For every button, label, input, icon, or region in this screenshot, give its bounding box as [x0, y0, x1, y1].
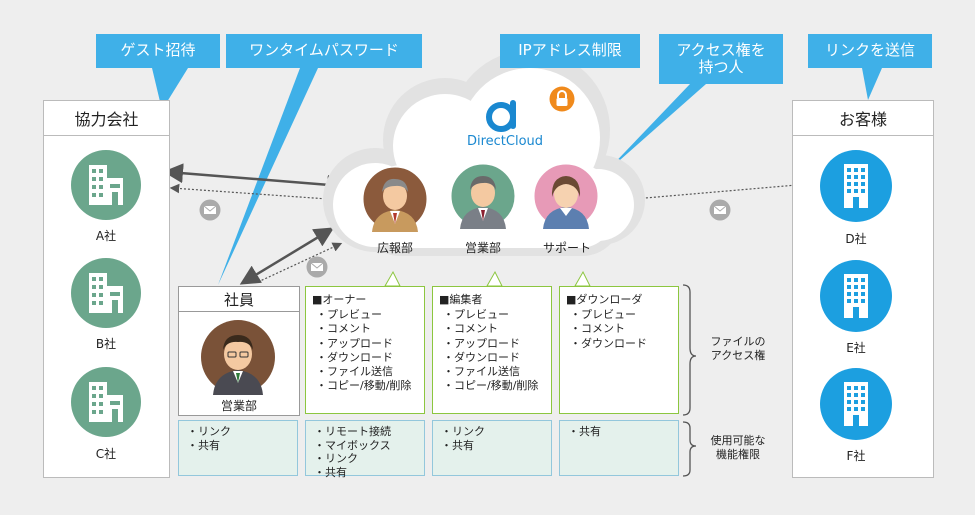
- access-holder-line1: アクセス権を: [676, 40, 766, 59]
- permission-item: ・コメント: [443, 322, 498, 336]
- company-c-label: C社: [95, 447, 117, 461]
- function-item: ・共有: [568, 425, 601, 438]
- function-item: ・共有: [187, 438, 220, 452]
- company-f-label: F社: [846, 449, 866, 463]
- access-holder-callout: アクセス権を 持つ人: [659, 34, 783, 84]
- permission-item: ・コメント: [316, 322, 371, 336]
- employee-card: 社員 営業部: [178, 286, 300, 416]
- guest-callout-pointer: [152, 68, 188, 110]
- permission-item: ・アップロード: [316, 336, 393, 350]
- company-b-building-icon: [71, 258, 141, 328]
- company-d-building-icon: [820, 150, 892, 222]
- function-item: ・共有: [314, 465, 347, 479]
- permission-item: ・ダウンロード: [570, 336, 647, 350]
- permission-item: ・アップロード: [443, 336, 520, 350]
- permission-item: ・コピー/移動/削除: [316, 379, 412, 393]
- link-callout-pointer: [862, 68, 882, 100]
- function-item: ・マイボックス: [314, 438, 391, 452]
- customers-panel-title: お客様: [793, 101, 933, 136]
- guest-invite-callout: ゲスト招待: [96, 34, 220, 68]
- employee-card-title: 社員: [179, 287, 299, 312]
- available-functions-legend: 使用可能な 機能権限: [698, 434, 778, 462]
- pr-dept-person-avatar: [362, 166, 428, 232]
- permission-item: ・ダウンロード: [443, 350, 520, 364]
- editor-functions-box: ・リンク ・共有: [432, 420, 552, 476]
- downloader-role-title: ■ダウンローダ: [566, 293, 643, 306]
- send-link-callout: リンクを送信: [808, 34, 932, 68]
- company-f-building-icon: [820, 368, 892, 440]
- employee-cloud-solid-arrow: [239, 227, 335, 285]
- editor-permissions-box: ■編集者 ・プレビュー ・コメント ・アップロード ・ダウンロード ・ファイル送…: [432, 286, 552, 414]
- company-e-label: E社: [846, 341, 866, 355]
- editor-role-title: ■編集者: [439, 293, 483, 306]
- company-a-building-icon: [71, 150, 141, 220]
- file-access-brace: [682, 284, 697, 416]
- directcloud-brand-text: DirectCloud: [466, 134, 544, 149]
- company-a-label: A社: [95, 229, 117, 243]
- support-label: サポート: [542, 241, 591, 255]
- functions-brace: [682, 421, 697, 477]
- owner-permissions-box: ■オーナー ・プレビュー ・コメント ・アップロード ・ダウンロード ・ファイル…: [305, 286, 425, 414]
- downloader-functions-box: ・共有: [559, 420, 679, 476]
- company-e-building-icon: [820, 260, 892, 332]
- permission-item: ・コピー/移動/削除: [443, 379, 539, 393]
- access-callout-pointer: [603, 84, 706, 175]
- employee-avatar: [200, 319, 276, 395]
- access-holder-line2: 持つ人: [698, 58, 744, 76]
- permission-item: ・プレビュー: [443, 308, 509, 322]
- file-access-line1: ファイルの: [710, 335, 766, 348]
- permission-item: ・プレビュー: [316, 308, 382, 322]
- available-functions-line1: 使用可能な: [710, 434, 766, 447]
- ip-restriction-callout: IPアドレス制限: [500, 34, 640, 68]
- permission-item: ・コメント: [570, 322, 625, 336]
- function-item: ・リモート接続: [314, 425, 391, 438]
- partner-cloud-solid-arrow: [163, 163, 347, 195]
- employee-functions-box: ・リンク ・共有: [178, 420, 298, 476]
- function-item: ・リンク: [441, 425, 485, 438]
- mail-icon: [709, 199, 731, 225]
- mail-icon: [199, 199, 221, 225]
- company-b-label: B社: [95, 337, 117, 351]
- lock-icon: [549, 86, 575, 112]
- company-d-label: D社: [845, 232, 867, 246]
- pr-dept-label: 広報部: [376, 241, 413, 255]
- permission-item: ・ファイル送信: [443, 365, 520, 379]
- cloud-customer-dotted-arrow: [621, 178, 823, 201]
- file-access-legend: ファイルの アクセス権: [698, 335, 778, 363]
- sales-dept-person-avatar: [450, 163, 516, 229]
- company-c-building-icon: [71, 367, 141, 437]
- directcloud-logo-icon: [483, 98, 523, 132]
- downloader-permissions-box: ■ダウンローダ ・プレビュー ・コメント ・ダウンロード: [559, 286, 679, 414]
- permission-item: ・プレビュー: [570, 308, 636, 322]
- permission-item: ・ダウンロード: [316, 350, 393, 364]
- owner-functions-box: ・リモート接続 ・マイボックス ・リンク ・共有: [305, 420, 425, 479]
- function-item: ・リンク: [187, 425, 231, 438]
- owner-role-title: ■オーナー: [312, 293, 367, 306]
- one-time-password-callout: ワンタイムパスワード: [226, 34, 422, 68]
- partner-cloud-dotted-arrow: [169, 183, 343, 201]
- function-item: ・リンク: [314, 452, 358, 465]
- employee-cloud-dotted-arrow: [257, 242, 343, 283]
- sales-dept-label: 営業部: [464, 241, 501, 255]
- employee-dept-label: 営業部: [220, 399, 257, 413]
- mail-icon: [306, 256, 328, 282]
- partner-panel-title: 協力会社: [44, 101, 169, 136]
- file-access-line2: アクセス権: [710, 349, 766, 362]
- available-functions-line2: 機能権限: [716, 448, 760, 461]
- permission-item: ・ファイル送信: [316, 365, 393, 379]
- support-person-avatar: [533, 163, 599, 229]
- function-item: ・共有: [441, 438, 474, 452]
